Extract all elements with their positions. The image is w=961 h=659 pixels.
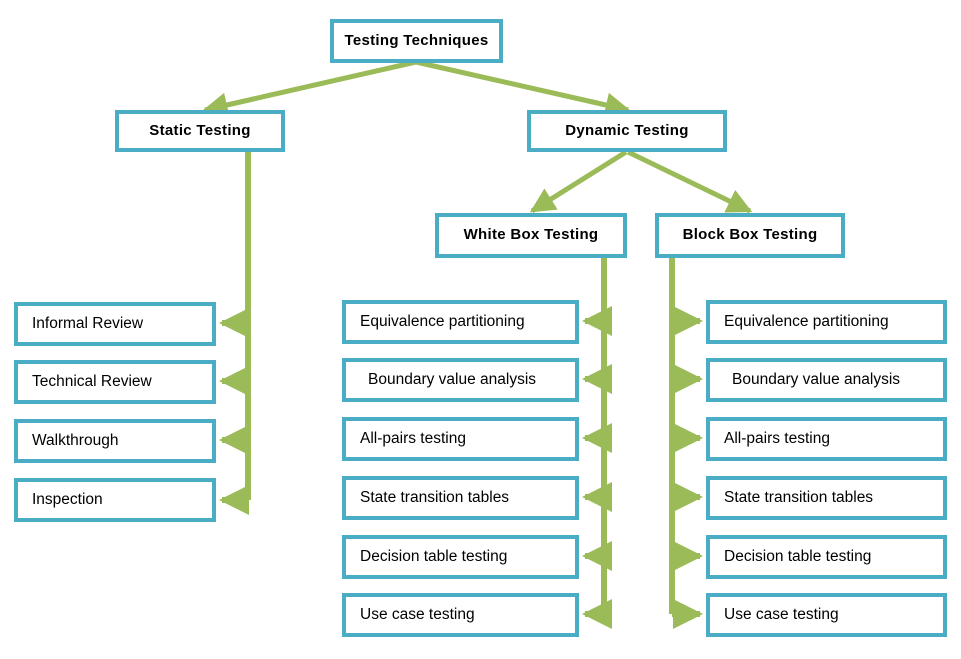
leaf-label: Walkthrough [32,432,119,450]
edge-root-to-dynamic [415,59,631,118]
leaf-bb-boundary-value-analysis[interactable]: Boundary value analysis [706,358,947,402]
node-white-box-testing[interactable]: White Box Testing [435,213,627,258]
leaf-label: Equivalence partitioning [724,313,889,331]
edge-group-whitebox-branch [582,258,612,629]
leaf-label: Inspection [32,491,103,509]
edge-group-blockbox-branch [669,258,703,629]
leaf-label: Informal Review [32,315,144,333]
leaf-inspection[interactable]: Inspection [14,478,216,522]
leaf-label: Use case testing [360,606,475,624]
edge-group-static-branch [219,150,251,515]
leaf-wb-all-pairs-testing[interactable]: All-pairs testing [342,417,579,461]
leaf-bb-equivalence-partitioning[interactable]: Equivalence partitioning [706,300,947,344]
leaf-label: Decision table testing [724,548,872,566]
leaf-label: Decision table testing [360,548,508,566]
node-label: Static Testing [149,121,251,139]
leaf-wb-equivalence-partitioning[interactable]: Equivalence partitioning [342,300,579,344]
node-label: Dynamic Testing [565,121,689,139]
leaf-label: Boundary value analysis [368,371,537,389]
node-label: Block Box Testing [682,226,818,244]
node-dynamic-testing[interactable]: Dynamic Testing [527,110,727,152]
leaf-wb-boundary-value-analysis[interactable]: Boundary value analysis [342,358,579,402]
node-label: Testing Techniques [344,31,489,49]
leaf-wb-state-transition-tables[interactable]: State transition tables [342,476,579,520]
leaf-label: Equivalence partitioning [360,313,525,331]
leaf-label: State transition tables [724,489,874,507]
leaf-wb-use-case-testing[interactable]: Use case testing [342,593,579,637]
node-static-testing[interactable]: Static Testing [115,110,285,152]
leaf-label: All-pairs testing [724,430,830,448]
leaf-bb-use-case-testing[interactable]: Use case testing [706,593,947,637]
leaf-walkthrough[interactable]: Walkthrough [14,419,216,463]
edge-dynamic-to-blockbox [626,149,753,214]
leaf-bb-all-pairs-testing[interactable]: All-pairs testing [706,417,947,461]
leaf-label: Technical Review [32,373,152,391]
edge-dynamic-to-whitebox [529,149,628,214]
leaf-bb-state-transition-tables[interactable]: State transition tables [706,476,947,520]
leaf-wb-decision-table-testing[interactable]: Decision table testing [342,535,579,579]
node-label: White Box Testing [463,226,599,244]
edge-root-to-static [202,59,417,118]
leaf-label: All-pairs testing [360,430,466,448]
leaf-label: Use case testing [724,606,839,624]
node-testing-techniques[interactable]: Testing Techniques [330,19,503,63]
leaf-technical-review[interactable]: Technical Review [14,360,216,404]
node-block-box-testing[interactable]: Block Box Testing [655,213,845,258]
leaf-label: State transition tables [360,489,510,507]
leaf-bb-decision-table-testing[interactable]: Decision table testing [706,535,947,579]
leaf-informal-review[interactable]: Informal Review [14,302,216,346]
leaf-label: Boundary value analysis [732,371,901,389]
